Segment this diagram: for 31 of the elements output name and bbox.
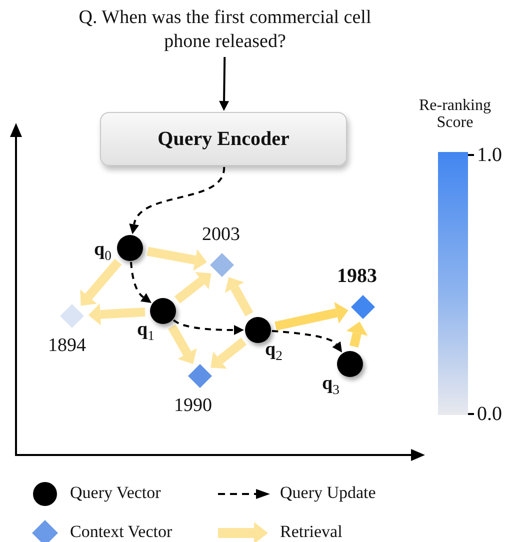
vector-label: 1894: [48, 336, 86, 355]
arrow: [272, 330, 344, 352]
legend-label: Context Vector: [70, 523, 172, 540]
retrieval-arrow: [146, 246, 207, 271]
tick-label: 0.0: [477, 404, 502, 425]
retrieval-arrow: [168, 324, 197, 364]
arrow: [173, 319, 244, 335]
vector-label: q$_{1}$: [137, 320, 154, 342]
retrieval-arrow: [224, 277, 254, 316]
retrieval-arrow: [174, 272, 212, 304]
vector-label: 1990: [174, 396, 212, 415]
question-text: Q. When was the first commercial cell phone released?: [75, 6, 375, 54]
retrieval-arrow: [210, 338, 247, 369]
retrieval-arrow: [346, 322, 368, 348]
retrieval-arrow: [80, 258, 122, 306]
vector-label: q$_{2}$: [265, 340, 282, 362]
vector-label: 1983: [337, 266, 377, 286]
vector-label: q$_{0}$: [94, 240, 112, 262]
vector-label: 2003: [202, 225, 240, 244]
arrow: [129, 166, 226, 234]
vector-label: q$_{3}$: [322, 374, 340, 396]
tick-label: 1.0: [477, 145, 502, 166]
arrow: [130, 262, 152, 304]
legend-label: Retrieval: [280, 523, 342, 540]
colorbar-title: Re-ranking Score: [418, 98, 492, 132]
encoder-box: Query Encoder: [100, 112, 347, 166]
retrieval-arrow: [88, 303, 146, 326]
legend-label: Query Vector: [70, 484, 161, 501]
arrow: [219, 56, 230, 111]
retrieval-arrow: [274, 302, 348, 331]
legend-label: Query Update: [280, 484, 376, 501]
